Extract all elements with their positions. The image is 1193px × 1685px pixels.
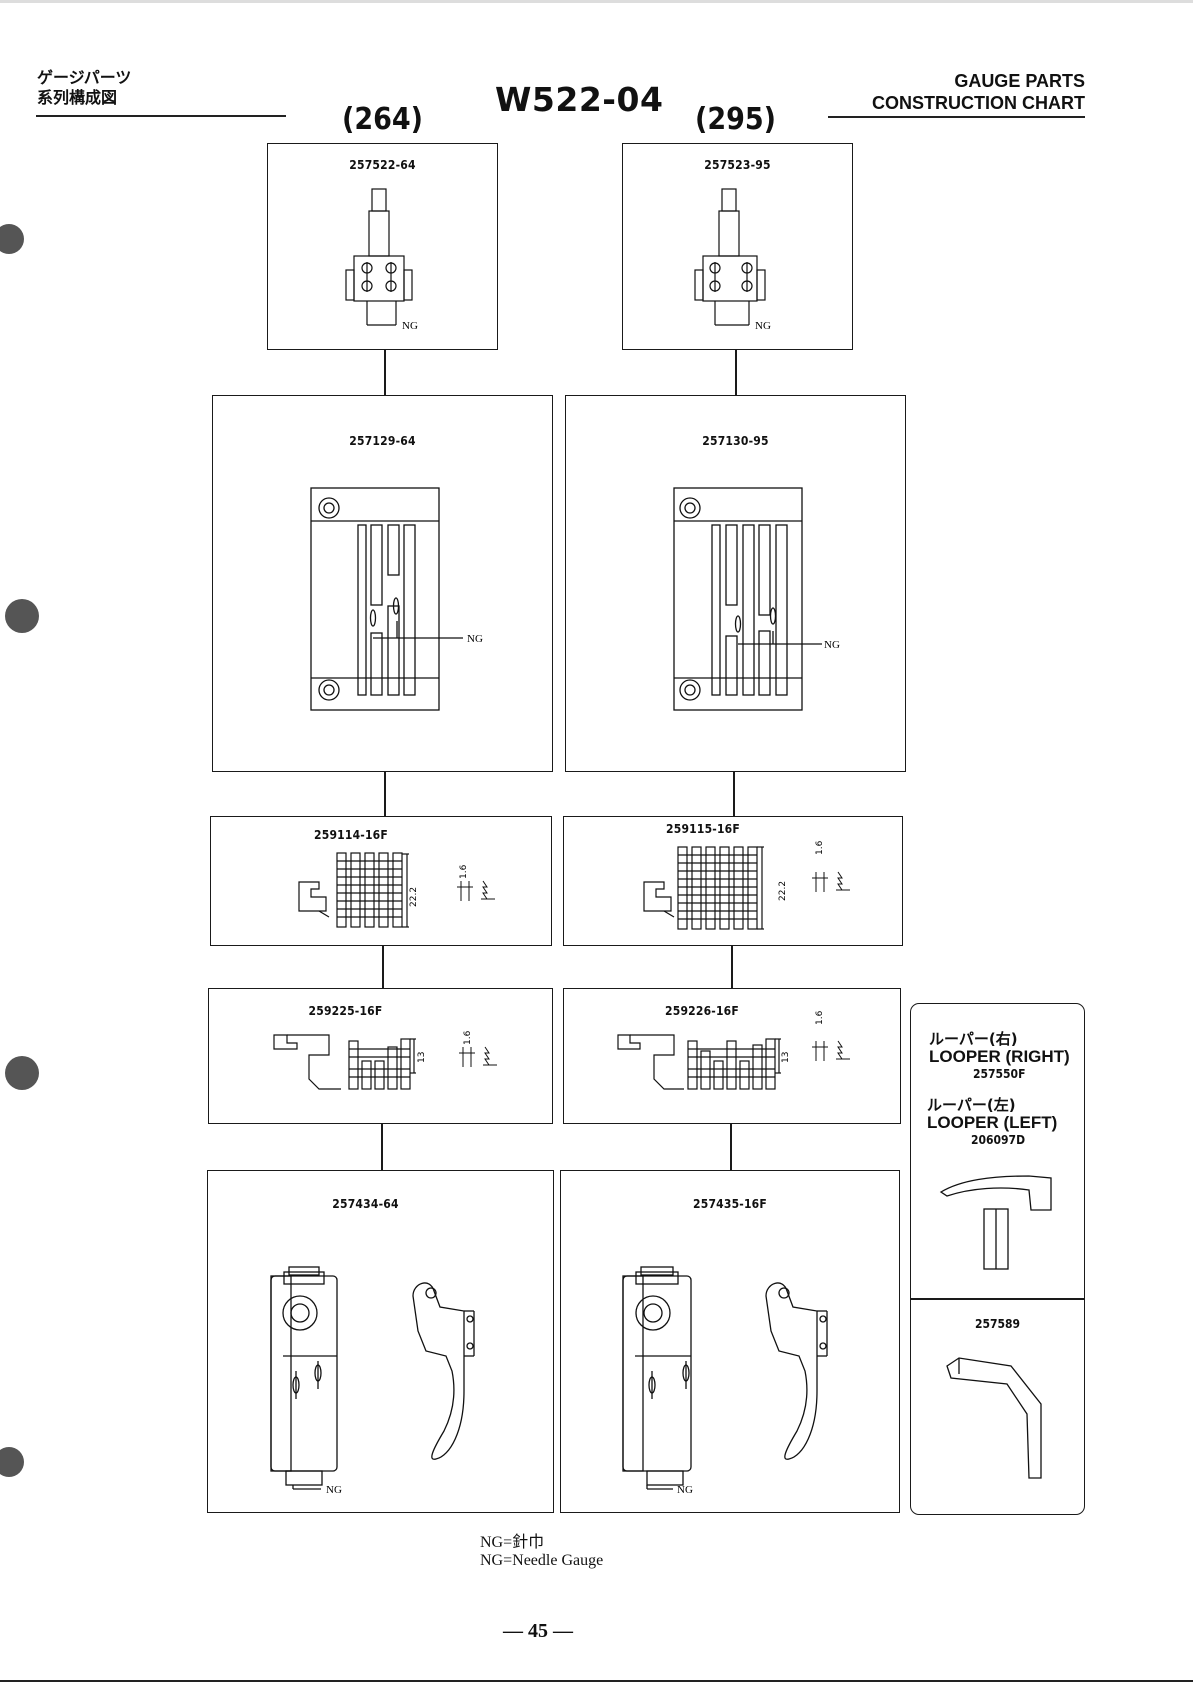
scan-edge-bottom xyxy=(0,1680,1193,1682)
needle-clamp-box-left: 257522-64 NG xyxy=(267,143,498,350)
connector-line xyxy=(731,946,733,989)
looper-right-en: LOOPER (RIGHT) xyxy=(929,1047,1070,1066)
part-number: 257129-64 xyxy=(349,434,416,448)
looper-divider xyxy=(911,1298,1084,1300)
feed-dog-diff-box-right: 259226-16F 13 1.6 xyxy=(563,988,901,1124)
feed-dog-diff-drawing: 13 1.6 xyxy=(273,1030,497,1090)
looper-right-label: ルーパー(右) LOOPER (RIGHT) xyxy=(929,1030,1070,1066)
punch-hole xyxy=(5,1056,39,1090)
needle-plate-box-left: 257129-64 NG xyxy=(212,395,553,772)
presser-foot-drawing: NG xyxy=(622,1266,828,1496)
punch-hole xyxy=(5,599,39,633)
looper-right-part-number: 257550F xyxy=(973,1067,1026,1081)
feed-dog-main-drawing: 22.2 1.6 xyxy=(298,852,495,928)
model-title: W522-04 xyxy=(495,80,664,119)
feed-dog-diff-drawing: 13 1.6 xyxy=(617,1010,850,1090)
presser-foot-drawing: NG xyxy=(270,1266,475,1496)
connector-line xyxy=(733,772,735,817)
dim-height: 13 xyxy=(781,1052,791,1063)
header-left-rule xyxy=(36,115,286,117)
header-jp-line1: ゲージパーツ xyxy=(37,68,132,87)
dim-height: 22.2 xyxy=(778,881,788,901)
needle-plate-box-right: 257130-95 NG xyxy=(565,395,906,772)
needle-clamp-box-right: 257523-95 NG xyxy=(622,143,853,350)
header-right-rule xyxy=(828,116,1085,118)
part-number: 259225-16F xyxy=(308,1004,383,1018)
needle-plate-drawing: NG xyxy=(310,487,483,711)
header-jp-line2: 系列構成図 xyxy=(37,88,118,107)
size-code-left: (264) xyxy=(342,102,424,137)
ng-label: NG xyxy=(467,633,483,645)
page-number: — 45 — xyxy=(503,1620,573,1642)
ng-legend-jp: NG=針巾 xyxy=(480,1534,545,1551)
needle-clamp-drawing: NG xyxy=(694,188,771,332)
scan-edge-top xyxy=(0,0,1193,3)
connector-line xyxy=(382,946,384,989)
needle-plate-drawing: NG xyxy=(673,487,840,711)
ng-label: NG xyxy=(755,320,771,332)
feed-dog-main-box-right: 259115-16F 22.2 1.6 xyxy=(563,816,903,946)
punch-hole xyxy=(0,1447,24,1477)
feed-dog-diff-box-left: 259225-16F 13 1.6 xyxy=(208,988,553,1124)
presser-foot-box-right: 257435-16F NG xyxy=(560,1170,900,1513)
looper-left-part-number: 206097D xyxy=(971,1133,1026,1147)
header-en-line2: CONSTRUCTION CHART xyxy=(872,93,1085,113)
dim-pitch: 1.6 xyxy=(815,840,825,855)
header-jp-title: ゲージパーツ 系列構成図 xyxy=(37,68,131,108)
part-number: 257435-16F xyxy=(693,1197,767,1211)
connector-line xyxy=(381,1124,383,1170)
part-number: 257434-64 xyxy=(332,1197,399,1211)
part-number: 259115-16F xyxy=(666,822,740,836)
presser-foot-box-left: 257434-64 NG xyxy=(207,1170,554,1513)
feed-dog-main-box-left: 259114-16F 22.2 1.6 xyxy=(210,816,552,946)
feed-dog-main-drawing: 22.2 1.6 xyxy=(643,840,850,930)
header-en-title: GAUGE PARTS CONSTRUCTION CHART xyxy=(872,70,1085,114)
part-number: 259114-16F xyxy=(314,828,388,842)
looper-left-label: ルーパー(左) LOOPER (LEFT) xyxy=(927,1096,1057,1132)
looper-left-en: LOOPER (LEFT) xyxy=(927,1113,1058,1132)
looper-left-jp: ルーパー(左) xyxy=(927,1096,1016,1114)
punch-hole xyxy=(0,224,24,254)
needle-clamp-drawing: NG xyxy=(345,188,418,332)
ng-legend-en: NG=Needle Gauge xyxy=(480,1552,604,1569)
connector-line xyxy=(730,1124,732,1170)
dim-height: 13 xyxy=(417,1052,427,1063)
ng-label: NG xyxy=(402,320,418,332)
looper-right-jp: ルーパー(右) xyxy=(929,1030,1018,1048)
dim-pitch: 1.6 xyxy=(459,864,469,879)
dim-pitch: 1.6 xyxy=(463,1030,473,1045)
ng-legend: NG=針巾 NG=Needle Gauge xyxy=(480,1534,603,1570)
header-en-line1: GAUGE PARTS xyxy=(954,71,1085,91)
connector-line xyxy=(735,349,737,395)
size-code-right: (295) xyxy=(695,102,777,137)
connector-line xyxy=(384,349,386,395)
dim-height: 22.2 xyxy=(409,887,419,907)
connector-line xyxy=(384,772,386,817)
looper-guard-part-number: 257589 xyxy=(975,1317,1021,1331)
looper-panel: ルーパー(右) LOOPER (RIGHT) 257550F ルーパー(左) L… xyxy=(910,1003,1085,1515)
dim-pitch: 1.6 xyxy=(815,1010,825,1025)
ng-label: NG xyxy=(824,639,840,651)
part-number: 257523-95 xyxy=(704,158,771,172)
ng-label: NG xyxy=(677,1484,693,1496)
part-number: 257522-64 xyxy=(349,158,416,172)
looper-drawing xyxy=(939,1175,1052,1479)
part-number: 257130-95 xyxy=(702,434,769,448)
part-number: 259226-16F xyxy=(665,1004,739,1018)
ng-label: NG xyxy=(326,1484,342,1496)
